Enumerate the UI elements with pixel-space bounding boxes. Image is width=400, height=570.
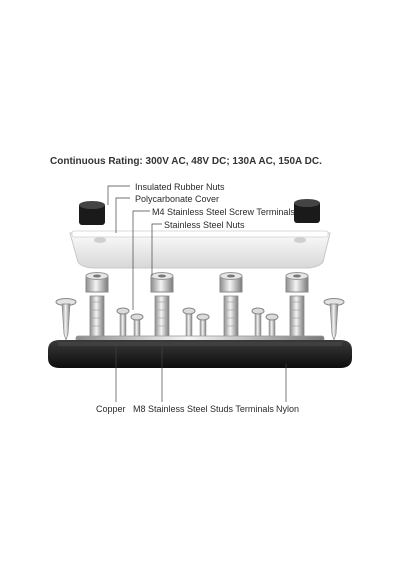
rubber-nut-right — [294, 199, 320, 223]
polycarbonate-cover — [69, 230, 331, 269]
continuous-rating: Continuous Rating: 300V AC, 48V DC; 130A… — [50, 156, 322, 167]
label-steel-nuts: Stainless Steel Nuts — [164, 220, 245, 230]
steel-nut-3 — [219, 272, 243, 293]
label-m4-terminals: M4 Stainless Steel Screw Terminals — [152, 207, 295, 217]
label-rubber-nuts: Insulated Rubber Nuts — [135, 182, 225, 192]
label-copper: Copper — [96, 404, 126, 414]
callout-lines — [107, 185, 287, 402]
label-nylon: Nylon — [276, 404, 300, 414]
steel-nut-1 — [85, 272, 109, 293]
label-polycarbonate-cover: Polycarbonate Cover — [135, 194, 220, 204]
steel-nut-2 — [150, 272, 174, 293]
stud-threads — [90, 301, 304, 327]
label-m8-terminals: M8 Stainless Steel Studs Terminals — [133, 404, 274, 414]
rubber-nut-left — [79, 201, 105, 225]
nylon-base — [48, 340, 352, 368]
wood-screw-right — [323, 298, 345, 342]
steel-nut-4 — [285, 272, 309, 293]
m4-screws — [116, 307, 279, 341]
wood-screw-left — [55, 298, 77, 342]
